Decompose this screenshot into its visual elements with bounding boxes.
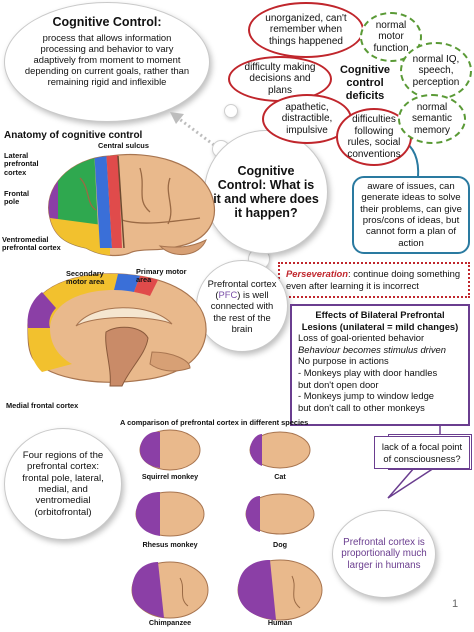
label-ventromedial: Ventromedial prefrontal cortex <box>2 235 61 253</box>
species-brains <box>131 429 323 621</box>
pfc-text-part: ) is well connected with the rest of the… <box>210 289 274 334</box>
deficit-apathetic: apathetic, distractible, impulsive <box>262 94 352 144</box>
deficit-text: unorganized, can't remember when things … <box>265 12 347 47</box>
spared-motor: normal motor function <box>360 12 422 62</box>
thought-bubble-small <box>224 104 238 118</box>
lesions-line: - Monkeys play with door handles <box>298 366 438 378</box>
pfc-text-part: Prefrontal cortex ( <box>207 277 277 301</box>
lesions-title: Lesions (unilateral = mild changes) <box>301 320 459 332</box>
perseveration-term: Perseveration <box>286 268 349 279</box>
lesions-line: Behaviour becomes stimulus driven <box>298 343 446 355</box>
lesions-box: Effects of Bilateral Prefrontal Lesions … <box>290 304 470 426</box>
label-central-sulcus: Central sulcus <box>98 141 149 150</box>
deficit-text: difficulties following rules, social con… <box>347 114 401 160</box>
label-secondary-motor: Secondary motor area <box>66 269 105 287</box>
label-lateral-pfc: Lateral prefrontal cortex <box>4 151 39 177</box>
label-medial-frontal: Medial frontal cortex <box>6 401 79 410</box>
species-label-squirrel-monkey: Squirrel monkey <box>141 472 199 481</box>
deficit-text: apathetic, distractible, impulsive <box>281 101 333 136</box>
awareness-text: aware of issues, can generate ideas to s… <box>360 180 462 249</box>
definition-text: process that allows information processi… <box>24 32 190 87</box>
species-label-human: Human <box>267 618 293 627</box>
lesions-line: - Monkeys jump to window ledge <box>298 390 435 402</box>
central-question-cloud: Cognitive Control: What is it and where … <box>204 130 328 254</box>
lateral-brain <box>48 153 216 257</box>
deficits-title: Cognitive control deficits <box>339 64 391 102</box>
lesions-line: but don't call to other monkeys <box>298 401 425 413</box>
lesions-line: but don't open door <box>298 378 379 390</box>
pfc-text: Prefrontal cortex (PFC) is well connecte… <box>203 278 281 334</box>
label-primary-motor: Primary motor area <box>136 267 187 285</box>
perseveration-box: Perseveration: continue doing something … <box>278 262 470 298</box>
lesions-line: Loss of goal-oriented behavior <box>298 332 425 344</box>
perseveration-text: : continue doing something even after le… <box>286 268 461 291</box>
spared-text: normal motor function <box>373 19 409 54</box>
lesions-line: No purpose in actions <box>298 355 389 367</box>
species-label-chimpanzee: Chimpanzee <box>148 618 192 627</box>
anatomy-title: Anatomy of cognitive control <box>4 130 143 141</box>
four-regions-text: Four regions of the prefrontal cortex: f… <box>22 449 104 518</box>
deficit-text: difficulty making decisions and plans <box>244 61 316 96</box>
label-frontal-pole: Frontal pole <box>4 189 30 207</box>
definition-title: Cognitive Control: <box>52 15 162 29</box>
consciousness-text: lack of a focal point of consciousness? <box>374 436 470 470</box>
species-label-rhesus-monkey: Rhesus monkey <box>142 540 198 549</box>
species-label-dog: Dog <box>273 540 287 549</box>
awareness-box: aware of issues, can generate ideas to s… <box>352 176 470 254</box>
proportion-text: Prefrontal cortex is proportionally much… <box>341 536 427 571</box>
central-question-text: Cognitive Control: What is it and where … <box>213 164 319 220</box>
definition-cloud: Cognitive Control: process that allows i… <box>4 2 210 122</box>
pfc-abbrev: PFC <box>218 289 238 301</box>
proportion-cloud: Prefrontal cortex is proportionally much… <box>332 510 436 598</box>
pfc-bubble: Prefrontal cortex (PFC) is well connecte… <box>196 260 288 352</box>
spared-text: normal semantic memory <box>411 101 452 136</box>
four-regions-cloud: Four regions of the prefrontal cortex: f… <box>4 428 122 540</box>
page-number: 1 <box>452 598 459 610</box>
species-label-cat: Cat <box>274 472 286 481</box>
lesions-title: Effects of Bilateral Prefrontal <box>315 309 445 320</box>
spared-text: normal IQ, speech, perception <box>412 53 460 88</box>
spared-semantic: normal semantic memory <box>398 94 466 144</box>
comparison-title: A comparison of prefrontal cortex in dif… <box>120 418 309 427</box>
medial-brain <box>27 273 207 387</box>
